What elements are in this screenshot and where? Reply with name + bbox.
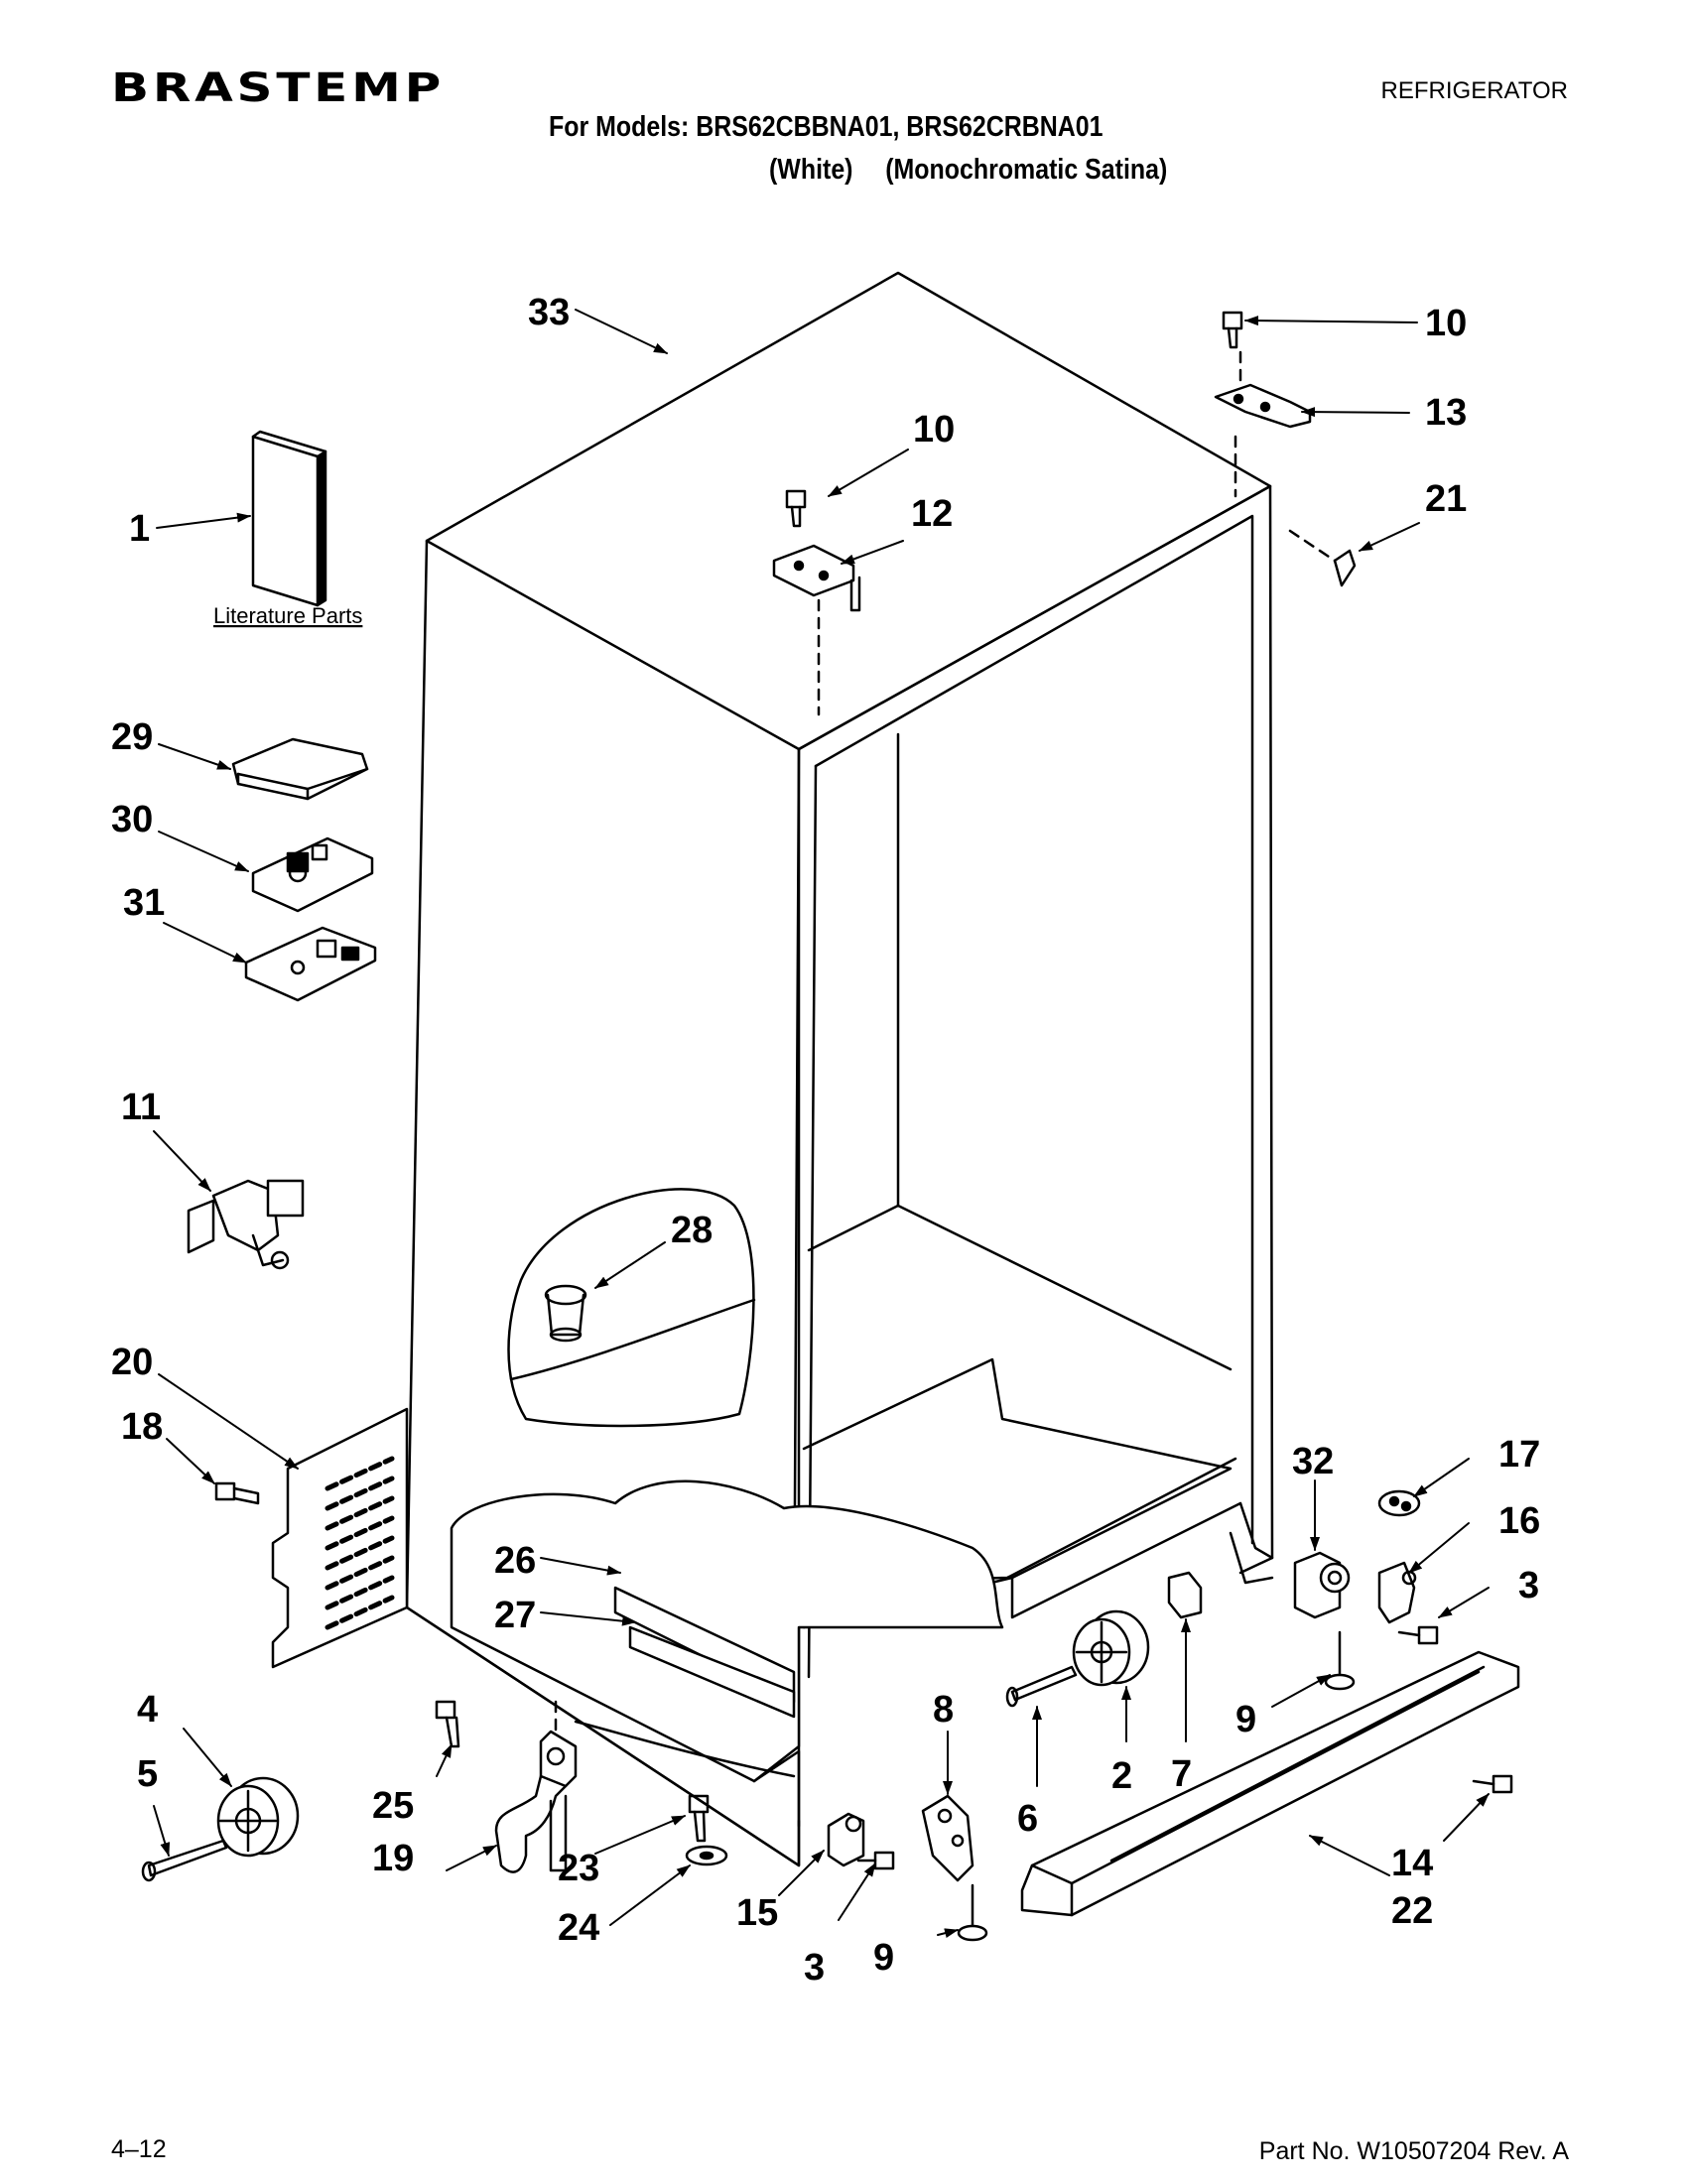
- callout-10-right: 10: [1425, 303, 1467, 344]
- upper-hinge-right: [1214, 383, 1312, 429]
- callout-18: 18: [121, 1406, 163, 1448]
- color-white: (White): [769, 154, 853, 186]
- hinge-bracket-left: [827, 1812, 865, 1867]
- upper-hinge-left: [772, 544, 861, 612]
- leveling-leg-left: [957, 1883, 988, 1942]
- callout-23: 23: [558, 1848, 599, 1889]
- callout-27: 27: [494, 1595, 536, 1636]
- cabinet-shell: [405, 271, 1274, 1867]
- callout-17: 17: [1498, 1434, 1540, 1476]
- callout-7: 7: [1171, 1753, 1192, 1795]
- toe-grille: [1020, 1650, 1520, 1917]
- callout-10-left: 10: [913, 409, 955, 450]
- assembly-guides: [554, 350, 1337, 1734]
- callout-2: 2: [1111, 1755, 1132, 1797]
- auxiliary-control-board: [244, 926, 377, 1002]
- callout-13: 13: [1425, 392, 1467, 434]
- color-satina: (Monochromatic Satina): [885, 154, 1168, 186]
- callout-28: 28: [671, 1210, 713, 1251]
- callout-labels: 33 10 13 10 12 21 1 Literature Parts 29 …: [111, 292, 1540, 1989]
- rear-roller-wheel: [216, 1776, 300, 1858]
- hinge-assembly-right: [1293, 1551, 1351, 1619]
- callout-22: 22: [1391, 1890, 1433, 1932]
- color-variants: (White) (Monochromatic Satina): [769, 154, 1193, 187]
- callout-11: 11: [121, 1087, 161, 1128]
- control-cover: [231, 737, 369, 801]
- brand-logo: BRASTEMP: [111, 65, 445, 111]
- bracket-screw-lower: [856, 1851, 895, 1870]
- callout-5: 5: [137, 1753, 158, 1795]
- callout-15: 15: [736, 1892, 778, 1934]
- callout-19: 19: [372, 1838, 414, 1879]
- callout-1: 1: [129, 508, 150, 550]
- main-control-board: [251, 836, 374, 913]
- rear-access-panel: [271, 1407, 409, 1669]
- callout-33: 33: [528, 292, 570, 333]
- callout-26: 26: [494, 1540, 536, 1582]
- lower-door-hinge: [1377, 1561, 1417, 1624]
- leveling-screw: [688, 1794, 710, 1843]
- callout-arrows: [153, 309, 1490, 1939]
- callout-30: 30: [111, 799, 153, 840]
- document-type: REFRIGERATOR: [1380, 77, 1568, 104]
- drain-screw: [435, 1700, 460, 1748]
- callout-3-right: 3: [1518, 1565, 1539, 1606]
- callout-12: 12: [911, 493, 953, 535]
- callout-29: 29: [111, 716, 153, 758]
- upper-hinge-screw-right: [1222, 311, 1243, 349]
- callout-6: 6: [1017, 1798, 1038, 1840]
- roller-pad: [1167, 1571, 1203, 1619]
- callout-4: 4: [137, 1689, 158, 1731]
- page-number: 4–12: [111, 2135, 167, 2163]
- models-line: For Models: BRS62CBBNA01, BRS62CRBNA01: [549, 111, 1104, 143]
- hinge-plug: [1333, 549, 1357, 587]
- callout-32: 32: [1292, 1441, 1334, 1482]
- part-number: Part No. W10507204 Rev. A: [1258, 2137, 1569, 2165]
- leveling-leg-right: [1324, 1630, 1356, 1691]
- callout-31: 31: [123, 882, 165, 924]
- callout-25: 25: [372, 1785, 414, 1827]
- water-inlet-valve: [187, 1179, 305, 1270]
- grille-screw: [1472, 1774, 1513, 1794]
- front-roller-axle: [1005, 1665, 1078, 1708]
- cutaway-drain-area: [507, 1188, 756, 1428]
- panel-screw: [214, 1481, 260, 1505]
- callout-9-lower: 9: [873, 1937, 894, 1979]
- callout-14: 14: [1391, 1843, 1433, 1884]
- upper-hinge-screw-left: [785, 489, 807, 528]
- callout-20: 20: [111, 1342, 153, 1383]
- callout-9-right: 9: [1235, 1699, 1256, 1740]
- callout-24: 24: [558, 1907, 599, 1949]
- front-roller-wheel: [1072, 1609, 1150, 1687]
- literature-parts-label: Literature Parts: [213, 603, 362, 628]
- leveling-washer: [685, 1845, 728, 1866]
- callout-3-lower: 3: [804, 1947, 825, 1989]
- hinge-screw: [1397, 1625, 1439, 1645]
- hinge-washer: [1377, 1489, 1421, 1517]
- literature-booklet: [251, 430, 327, 607]
- callout-16: 16: [1498, 1500, 1540, 1542]
- callout-21: 21: [1425, 478, 1467, 520]
- front-leg-bracket: [921, 1794, 974, 1882]
- callout-8: 8: [933, 1689, 954, 1731]
- cutaway-lower-area: [450, 1479, 1004, 1783]
- roller-axle: [141, 1839, 228, 1882]
- drain-hose: [494, 1730, 578, 1873]
